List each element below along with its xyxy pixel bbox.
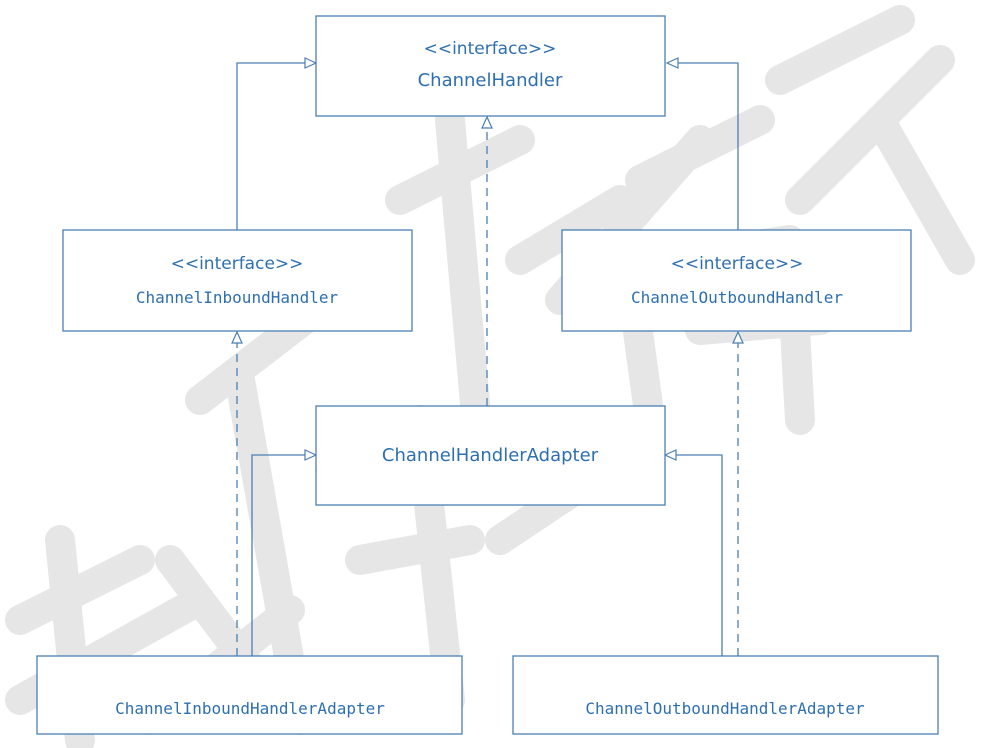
node-channel-outbound-handler: <<interface>> ChannelOutboundHandler bbox=[561, 229, 912, 332]
edge-outbound-to-handler bbox=[676, 62, 739, 230]
node-channel-handler: <<interface>> ChannelHandler bbox=[315, 15, 666, 117]
arrowhead-hollow-up bbox=[732, 330, 744, 344]
class-name: ChannelOutboundHandlerAdapter bbox=[585, 699, 865, 718]
class-name: ChannelHandler bbox=[418, 70, 563, 91]
arrowhead-hollow-right bbox=[304, 57, 318, 69]
edge-inbound-to-handler bbox=[236, 62, 307, 230]
node-channel-outbound-handler-adapter: ChannelOutboundHandlerAdapter bbox=[512, 655, 939, 735]
stereotype-label: <<interface>> bbox=[171, 254, 304, 274]
class-name: ChannelInboundHandlerAdapter bbox=[115, 699, 385, 718]
stereotype-label: <<interface>> bbox=[671, 254, 804, 274]
class-name: ChannelHandlerAdapter bbox=[382, 445, 599, 466]
arrowhead-hollow-left bbox=[663, 449, 677, 461]
node-channel-inbound-handler: <<interface>> ChannelInboundHandler bbox=[62, 229, 413, 332]
arrowhead-hollow-left bbox=[665, 57, 679, 69]
arrowhead-hollow-up bbox=[481, 115, 493, 129]
edge-outbound-adapter-to-adapter bbox=[674, 454, 723, 656]
node-channel-handler-adapter: ChannelHandlerAdapter bbox=[315, 405, 666, 506]
arrowhead-hollow-right bbox=[304, 449, 318, 461]
connectors bbox=[231, 57, 744, 656]
edge-inbound-adapter-to-adapter bbox=[251, 454, 307, 656]
class-name: ChannelOutboundHandler bbox=[631, 288, 843, 307]
stereotype-label: <<interface>> bbox=[424, 39, 557, 59]
arrowhead-hollow-up bbox=[231, 330, 243, 344]
node-channel-inbound-handler-adapter: ChannelInboundHandlerAdapter bbox=[36, 655, 463, 735]
class-name: ChannelInboundHandler bbox=[136, 288, 339, 307]
